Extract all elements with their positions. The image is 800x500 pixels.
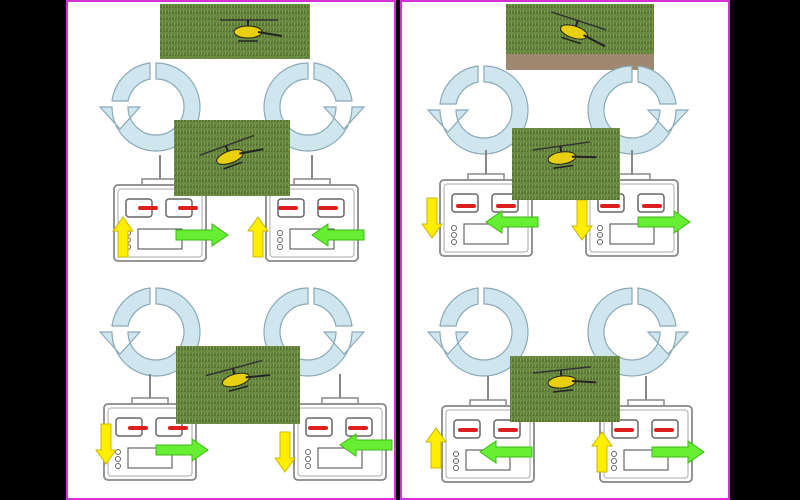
- right-diagram: [421, 4, 705, 483]
- left-panel: [66, 0, 396, 500]
- left-diagram: [95, 4, 393, 481]
- throttle-arrow-icon: [274, 431, 296, 473]
- throttle-arrow-icon: [421, 197, 443, 239]
- throttle-arrow-icon: [247, 216, 269, 258]
- scenario-top-right: [421, 4, 691, 257]
- rc-transmitter-icon: [293, 373, 387, 481]
- scenario-top-left: [99, 4, 365, 262]
- helicopter-photo: [512, 128, 620, 200]
- right-panel: [400, 0, 730, 500]
- scenario-bottom-right: [425, 287, 705, 483]
- helicopter-photo: [510, 356, 620, 422]
- scenario-bottom-left: [95, 287, 393, 481]
